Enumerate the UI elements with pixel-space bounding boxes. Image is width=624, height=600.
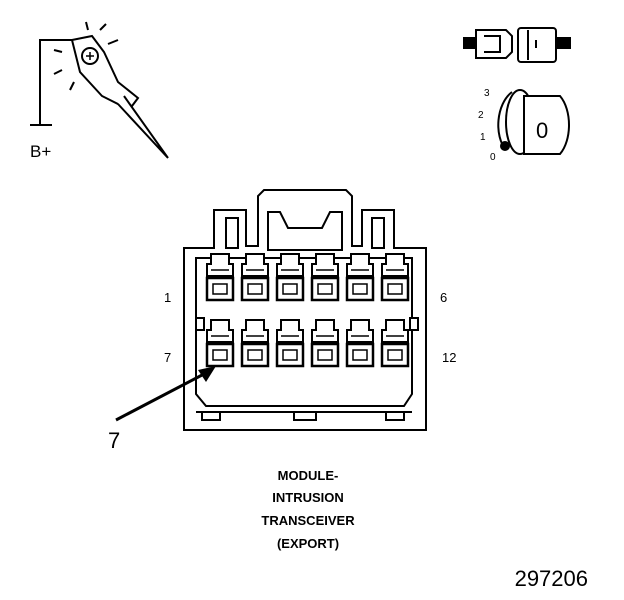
terminal-cavity-1	[205, 253, 235, 302]
terminal-cavity-10	[310, 319, 340, 368]
connector-pair-icon	[463, 27, 571, 63]
pin-label-1: 1	[164, 290, 171, 305]
test-probe-icon	[30, 21, 169, 159]
ignition-switch-icon	[497, 89, 570, 155]
caption-line-3: TRANSCEIVER	[261, 513, 355, 528]
terminal-cavity-2	[240, 253, 270, 302]
figure-number: 297206	[515, 566, 588, 591]
terminal-cavity-6	[380, 253, 410, 302]
supply-label: B+	[30, 142, 51, 161]
ignition-pos-2: 2	[478, 110, 484, 121]
pin-label-6: 6	[440, 290, 447, 305]
terminal-cavity-8	[240, 319, 270, 368]
pin-label-7: 7	[164, 350, 171, 365]
pin-label-12: 12	[442, 350, 456, 365]
ignition-key-label: 0	[536, 118, 548, 143]
terminal-cavity-4	[310, 253, 340, 302]
terminal-cavities	[205, 253, 410, 368]
terminal-cavity-5	[345, 253, 375, 302]
terminal-cavity-9	[275, 319, 305, 368]
terminal-cavity-11	[345, 319, 375, 368]
terminal-cavity-3	[275, 253, 305, 302]
callout-label: 7	[108, 428, 120, 453]
terminal-cavity-12	[380, 319, 410, 368]
caption-line-1: MODULE-	[278, 468, 339, 483]
ignition-pos-1: 1	[480, 132, 486, 143]
caption-line-2: INTRUSION	[272, 490, 344, 505]
ignition-pos-0: 0	[490, 152, 496, 163]
connector-housing	[183, 189, 427, 431]
caption-line-4: (EXPORT)	[277, 536, 339, 551]
callout-arrow	[115, 366, 216, 422]
ignition-pos-3: 3	[484, 88, 490, 99]
terminal-cavity-7	[205, 319, 235, 368]
